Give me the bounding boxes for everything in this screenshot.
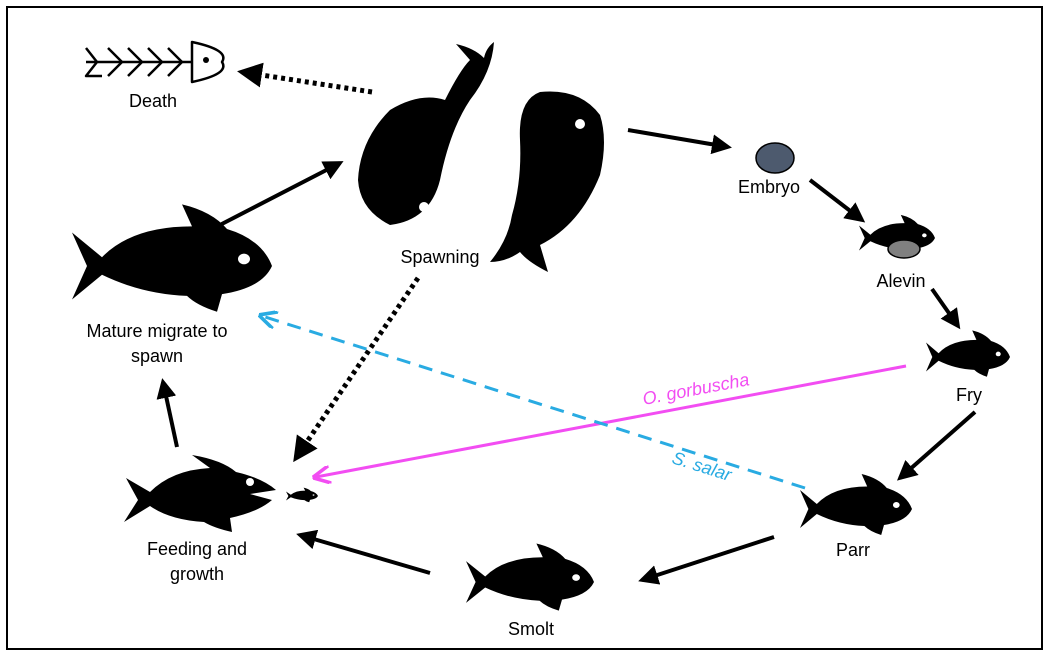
alevin-label: Alevin <box>876 271 925 291</box>
arrow-feeding-to-mature <box>163 382 177 447</box>
parr-fish-icon <box>800 474 912 535</box>
arrow-embryo-to-alevin <box>810 180 862 220</box>
embryo-egg-icon <box>756 143 794 173</box>
arrow-spawning-to-feeding-dotted <box>296 278 418 458</box>
arrow-smolt-to-feeding <box>300 535 430 573</box>
embryo-label: Embryo <box>738 177 800 197</box>
smolt-label: Smolt <box>508 619 554 639</box>
feeding-label-line1: Feeding and <box>147 539 247 559</box>
feeding-fish-icon <box>124 455 318 532</box>
smolt-fish-icon <box>466 544 594 611</box>
arrow-fry-to-parr <box>900 412 975 478</box>
death-label: Death <box>129 91 177 111</box>
arrow-parr-to-smolt <box>642 537 774 580</box>
fry-label: Fry <box>956 385 982 405</box>
arrow-alevin-to-fry <box>932 289 958 326</box>
mature-label-line2: spawn <box>131 346 183 366</box>
alevin-fish-icon <box>859 215 935 258</box>
arrow-spawning-to-embryo <box>628 130 728 147</box>
pathway-o-gorbuscha-label: O. gorbuscha <box>641 369 751 409</box>
pathway-o-gorbuscha-line <box>316 366 906 477</box>
spawning-fish-icon <box>358 42 604 272</box>
feeding-label-line2: growth <box>170 564 224 584</box>
fry-fish-icon <box>926 330 1010 376</box>
mature-label-line1: Mature migrate to <box>86 321 227 341</box>
parr-label: Parr <box>836 540 870 560</box>
pathway-s-salar-label: S. salar <box>670 448 735 486</box>
arrow-spawning-to-death <box>242 72 372 92</box>
spawning-label: Spawning <box>400 247 479 267</box>
mature-fish-icon <box>72 204 272 311</box>
arrow-mature-to-spawning <box>216 163 340 227</box>
fish-skeleton-icon <box>86 42 223 82</box>
